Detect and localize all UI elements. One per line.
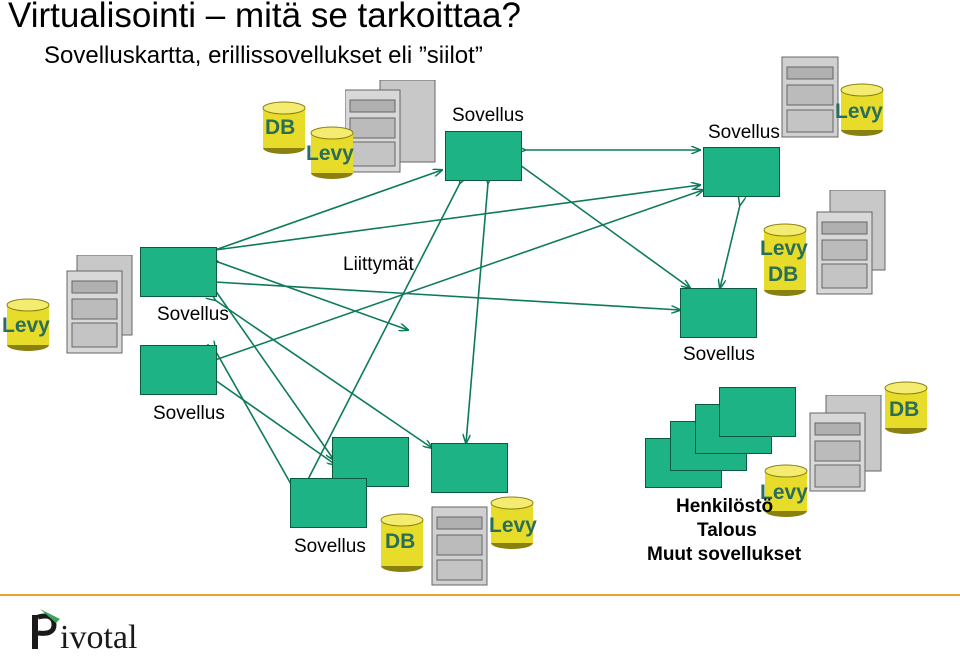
app-label: Sovellus <box>452 105 524 126</box>
app-box[interactable] <box>445 131 522 181</box>
app-box[interactable] <box>703 147 780 197</box>
app-label: Sovellus <box>683 344 755 365</box>
link-line <box>466 183 488 443</box>
other-apps-label: Muut sovellukset <box>647 544 802 565</box>
server-icon <box>345 80 436 173</box>
app-box[interactable] <box>290 478 367 528</box>
link-line <box>300 183 460 495</box>
cylinder-label: Levy <box>760 237 808 260</box>
interfaces-label: Liittymät <box>343 254 414 275</box>
server-icon <box>809 395 882 492</box>
app-box[interactable] <box>719 387 796 437</box>
app-box[interactable] <box>431 443 508 493</box>
footer-divider <box>0 594 960 596</box>
app-label: Sovellus <box>157 304 229 325</box>
link-line <box>215 350 300 500</box>
cylinder-label: DB <box>265 116 296 139</box>
disk-cylinder-icon <box>6 297 50 351</box>
app-box[interactable] <box>680 288 757 338</box>
link-line <box>720 205 740 288</box>
cylinder-label: Levy <box>306 142 354 165</box>
slide-title: Virtualisointi – mitä se tarkoittaa? <box>8 0 521 35</box>
pivotal-logo: ivotal <box>30 605 160 658</box>
cylinder-label: Levy <box>760 481 808 504</box>
database-cylinder-icon <box>380 512 424 572</box>
server-icon <box>431 506 488 586</box>
hr-app-label: Henkilöstö <box>676 496 774 517</box>
disk-cylinder-icon <box>310 125 354 179</box>
app-label: Sovellus <box>153 403 225 424</box>
server-icon <box>816 190 886 295</box>
link-line <box>215 190 703 360</box>
link-line <box>215 170 442 250</box>
server-icon <box>781 56 839 138</box>
disk-cylinder-icon <box>840 82 884 136</box>
link-line <box>215 380 336 465</box>
database-cylinder-icon <box>262 100 306 154</box>
app-box[interactable] <box>140 345 217 395</box>
link-line <box>520 165 690 288</box>
cylinder-label: DB <box>889 398 920 421</box>
link-line <box>215 185 700 250</box>
app-label: Sovellus <box>294 536 366 557</box>
cylinder-label: DB <box>385 530 416 553</box>
app-box[interactable] <box>140 247 217 297</box>
database-cylinder-icon <box>884 380 928 434</box>
slide-subtitle: Sovelluskartta, erillissovellukset eli ”… <box>44 42 483 69</box>
finance-app-label: Talous <box>697 520 757 541</box>
server-icon <box>66 255 133 354</box>
cylinder-label: Levy <box>2 314 50 337</box>
link-line <box>215 290 334 460</box>
link-line <box>218 262 408 330</box>
disk-cylinder-icon <box>490 495 534 549</box>
cylinder-label: Levy <box>489 514 537 537</box>
disk-cylinder-icon <box>764 463 808 517</box>
cylinder-label: DB <box>768 263 799 286</box>
svg-text:ivotal: ivotal <box>60 619 137 653</box>
cylinder-label: Levy <box>835 100 883 123</box>
database-cylinder-icon <box>763 222 807 296</box>
app-label: Sovellus <box>708 122 780 143</box>
